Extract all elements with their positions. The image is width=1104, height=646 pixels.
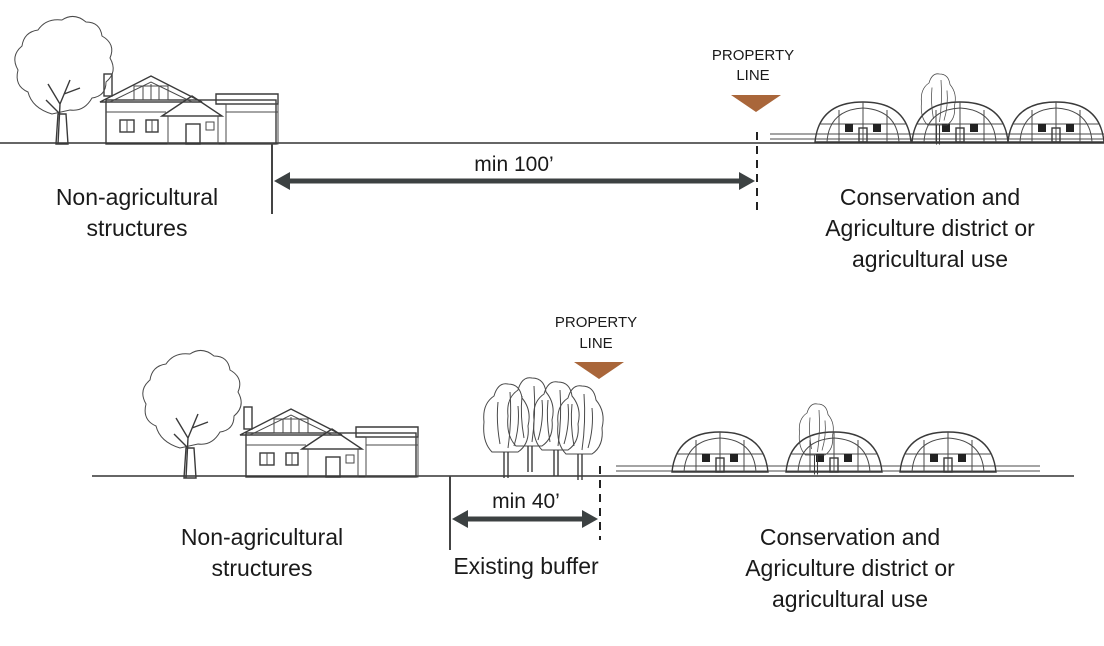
top-left-label-2: structures — [87, 215, 188, 241]
bottom-left-label-2: structures — [212, 555, 313, 581]
top-distance-label: min 100’ — [474, 153, 553, 176]
top-property-label-1: PROPERTY — [712, 47, 794, 64]
bottom-property-marker-icon — [574, 362, 624, 379]
top-property-marker-icon — [731, 95, 781, 112]
bottom-distance-label: min 40’ — [492, 490, 560, 513]
bottom-property-label-1: PROPERTY — [555, 314, 637, 331]
bottom-distance-arrow — [452, 510, 598, 528]
existing-buffer-label: Existing buffer — [453, 553, 599, 579]
bottom-fence — [616, 465, 1040, 472]
top-right-label-1: Conservation and — [840, 184, 1020, 210]
top-property-label-2: LINE — [736, 67, 769, 84]
bottom-property-label-2: LINE — [579, 335, 612, 352]
top-distance-arrow — [274, 172, 755, 190]
existing-buffer-trees — [482, 377, 604, 481]
bottom-right-label-2: Agriculture district or — [745, 555, 955, 581]
bottom-left-label-1: Non-agricultural — [181, 524, 343, 550]
top-right-label-2: Agriculture district or — [825, 215, 1035, 241]
bottom-right-label-1: Conservation and — [760, 524, 940, 550]
top-right-label-3: agricultural use — [852, 246, 1008, 272]
bottom-right-label-3: agricultural use — [772, 586, 928, 612]
bottom-panel: PROPERTY LINE min 40’ Non-agricultural s… — [92, 314, 1074, 612]
top-tree — [14, 15, 114, 145]
bottom-house — [239, 406, 419, 478]
top-panel: PROPERTY LINE min 100’ Non-agricultural … — [0, 15, 1104, 272]
top-left-label-1: Non-agricultural — [56, 184, 218, 210]
top-greenhouse-2 — [911, 101, 1009, 143]
top-house — [99, 73, 279, 145]
top-greenhouse-1 — [814, 101, 912, 143]
bottom-tree — [142, 349, 242, 479]
top-greenhouse-3 — [1007, 101, 1104, 143]
